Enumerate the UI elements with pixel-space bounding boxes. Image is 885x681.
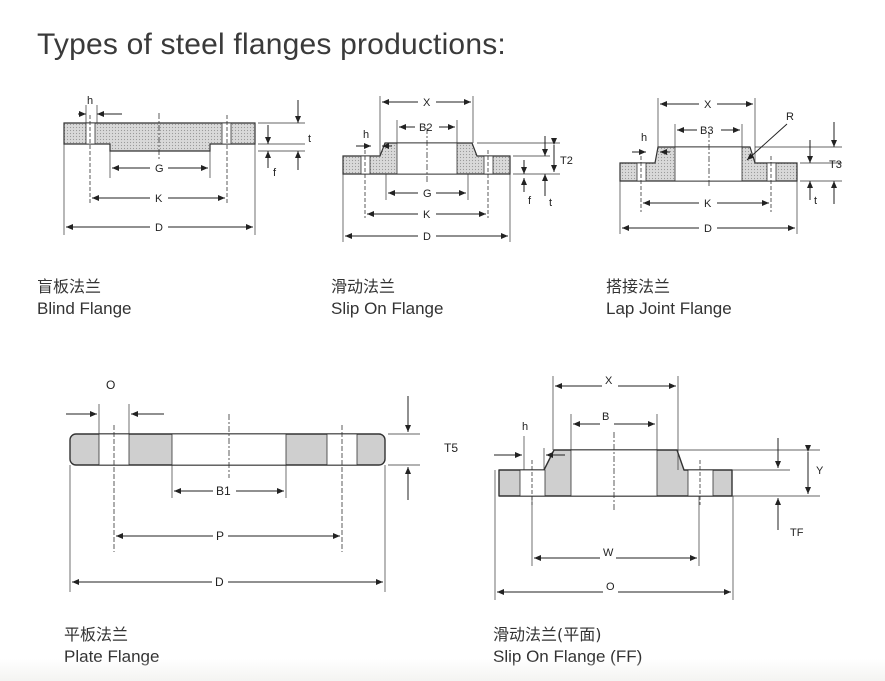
lap-X-label: X [704, 99, 712, 111]
plate-flange-cn: 平板法兰 [64, 625, 129, 644]
ff-TF-label: TF [790, 527, 804, 539]
lap-B3-label: B3 [700, 125, 713, 137]
plate-T5-label: T5 [444, 441, 458, 455]
plate-flange-drawing: O T5 B1 P D [66, 378, 458, 592]
blind-flange-en: Blind Flange [37, 299, 132, 318]
blind-flange-drawing: h t f G K D [63, 95, 311, 235]
ff-B-label: B [602, 411, 609, 423]
lap-h-label: h [641, 132, 647, 144]
lap-R-label: R [786, 111, 794, 123]
slip-t-label: t [549, 197, 552, 209]
lap-D-label: D [704, 223, 712, 235]
lap-joint-flange-en: Lap Joint Flange [606, 299, 732, 318]
slip-B2-label: B2 [419, 122, 432, 134]
ff-Y-label: Y [816, 465, 824, 477]
slip-X-label: X [423, 97, 431, 109]
plate-O-label: O [106, 378, 115, 392]
ff-W-label: W [603, 547, 614, 559]
slip-on-flange-en: Slip On Flange [331, 299, 444, 318]
slip-h-label: h [363, 129, 369, 141]
slip-on-ff-flange-drawing: X B h Y TF W [494, 375, 824, 600]
lap-T3-label: T3 [829, 159, 842, 171]
lap-K-label: K [704, 198, 712, 210]
blind-t-label: t [308, 133, 311, 145]
slip-T2-label: T2 [560, 155, 573, 167]
blind-K-label: K [155, 193, 163, 205]
slip-on-flange-cn: 滑动法兰 [331, 277, 396, 296]
bottom-fade [0, 659, 885, 681]
lap-t-label: t [814, 195, 817, 207]
blind-f-label: f [273, 167, 277, 179]
slip-D-label: D [423, 231, 431, 243]
ff-h-label: h [522, 421, 528, 433]
lap-joint-flange-caption: 搭接法兰 Lap Joint Flange [606, 276, 732, 320]
plate-D-label: D [215, 575, 224, 589]
blind-flange-caption: 盲板法兰 Blind Flange [37, 276, 132, 320]
slip-f-label: f [528, 195, 532, 207]
blind-h-label: h [87, 95, 93, 107]
slip-G-label: G [423, 188, 432, 200]
slip-on-ff-flange-cn: 滑动法兰(平面) [493, 625, 602, 644]
ff-X-label: X [605, 375, 613, 387]
lap-joint-flange-cn: 搭接法兰 [606, 277, 671, 296]
page-title: Types of steel flanges productions: [37, 28, 506, 61]
plate-P-label: P [216, 529, 224, 543]
slip-on-flange-drawing: X B2 h T2 t f [342, 96, 573, 243]
ff-O-label: O [606, 581, 615, 593]
lap-joint-flange-drawing: X R B3 h t T3 K [619, 98, 842, 235]
plate-B1-label: B1 [216, 484, 231, 498]
slip-on-flange-caption: 滑动法兰 Slip On Flange [331, 276, 443, 320]
blind-G-label: G [155, 163, 164, 175]
slip-K-label: K [423, 209, 431, 221]
blind-D-label: D [155, 222, 163, 234]
blind-flange-cn: 盲板法兰 [37, 277, 102, 296]
